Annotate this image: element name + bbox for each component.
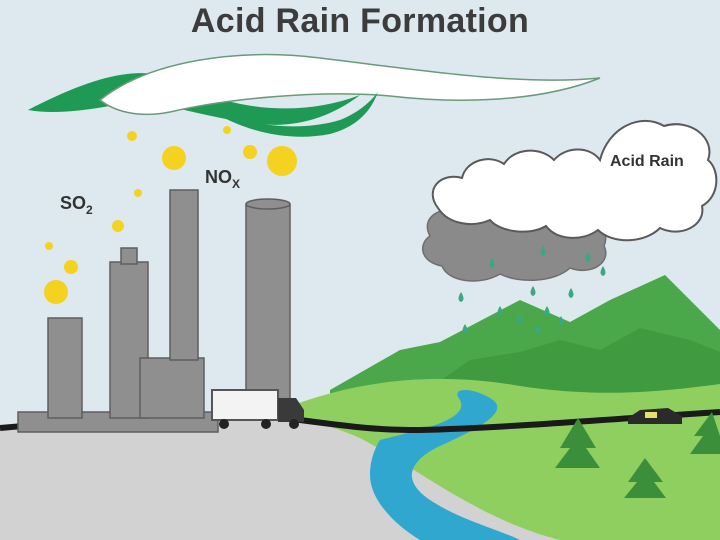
car-window xyxy=(645,412,657,418)
cloud-label: Acid Rain xyxy=(610,153,684,170)
page-title: Acid Rain Formation xyxy=(0,2,720,41)
smokestack xyxy=(170,190,198,360)
truck-trailer xyxy=(212,390,278,420)
smokestack-top xyxy=(246,199,290,209)
pollutant-dot xyxy=(45,242,53,250)
pollutant-dot xyxy=(223,126,231,134)
smokestack xyxy=(246,204,290,412)
pollutant-dot xyxy=(162,146,186,170)
truck-wheel xyxy=(289,419,299,429)
smokestack xyxy=(48,318,82,418)
smokestack-cap xyxy=(121,248,137,264)
pollutant-dot xyxy=(267,146,297,176)
pollutant-dot xyxy=(134,189,142,197)
pollutant-dot xyxy=(127,131,137,141)
pollutant-dot xyxy=(64,260,78,274)
truck-wheel xyxy=(261,419,271,429)
pollutant-dot xyxy=(112,220,124,232)
factory-building xyxy=(140,358,204,418)
truck-wheel xyxy=(219,419,229,429)
pollutant-dot xyxy=(243,145,257,159)
pollutant-dot xyxy=(44,280,68,304)
